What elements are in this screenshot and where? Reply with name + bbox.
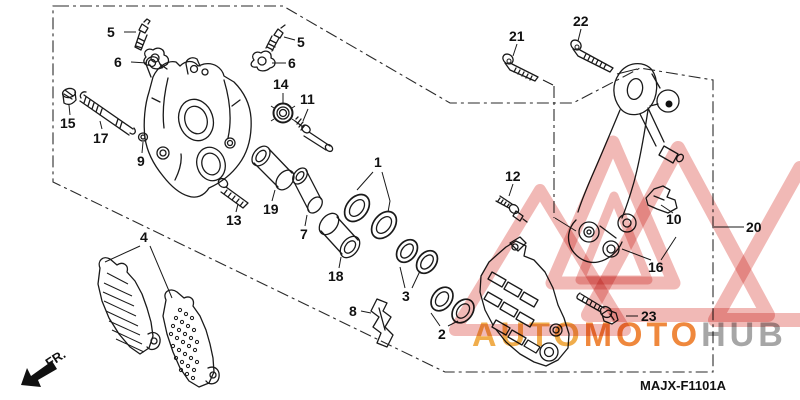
callout-9: 9: [137, 153, 145, 169]
washer-9-drawing: [137, 132, 149, 142]
pad-spring-drawing: [370, 298, 394, 348]
callout-18: 18: [328, 268, 344, 284]
caliper-body-drawing: [143, 56, 252, 198]
callout-1: 1: [374, 154, 382, 170]
brake-pads-drawing: [97, 257, 220, 388]
watermark-text-moto: MOTO: [583, 316, 702, 354]
stud-13-drawing: [217, 177, 249, 209]
callout-6-left: 6: [114, 54, 122, 70]
callout-17: 17: [93, 130, 109, 146]
pin-bolt-11-drawing: [294, 116, 334, 153]
callout-7: 7: [300, 226, 308, 242]
bolt-22-drawing: [570, 39, 614, 73]
callout-2: 2: [438, 326, 446, 342]
watermark-text-hub: HUB: [701, 316, 787, 354]
callout-19: 19: [263, 201, 279, 217]
pad-clip-left-drawing: [143, 47, 170, 70]
callout-22: 22: [573, 13, 589, 29]
callout-11: 11: [300, 91, 315, 107]
callout-21: 21: [509, 28, 525, 44]
boot-cap-14-drawing: [270, 102, 296, 124]
callout-12: 12: [505, 168, 521, 184]
callout-3: 3: [402, 288, 410, 304]
watermark-text: AUTOMOTOHUB: [472, 318, 787, 352]
callout-4: 4: [140, 229, 148, 245]
watermark-triangles: [449, 135, 800, 336]
diagram-code: MAJX-F1101A: [640, 378, 726, 393]
callout-23: 23: [641, 308, 657, 324]
callout-20: 20: [746, 219, 762, 235]
pad-clip-right-drawing: [250, 50, 276, 72]
bleed-screw-right-drawing: [265, 24, 286, 52]
pad-hole-pattern: [168, 307, 200, 381]
callout-10: 10: [666, 211, 682, 227]
callout-13: 13: [226, 212, 242, 228]
watermark-text-auto: AUTO: [472, 316, 584, 354]
callout-14: 14: [273, 76, 289, 92]
callout-15: 15: [60, 115, 76, 131]
bleed-screw-left-drawing: [134, 18, 151, 51]
callout-8: 8: [349, 303, 357, 319]
cap-15-drawing: [61, 87, 77, 106]
chain-border: [52, 5, 714, 373]
callout-6-right: 6: [288, 55, 296, 71]
fr-arrow: [21, 361, 57, 387]
callout-5-right: 5: [297, 34, 305, 50]
callout-5-left: 5: [107, 24, 115, 40]
pin-17-drawing: [79, 91, 136, 136]
seal-ring-drawings: [343, 193, 475, 324]
bolt-21-drawing: [502, 53, 539, 82]
piston-drawings: [251, 145, 361, 259]
callout-16: 16: [648, 259, 664, 275]
